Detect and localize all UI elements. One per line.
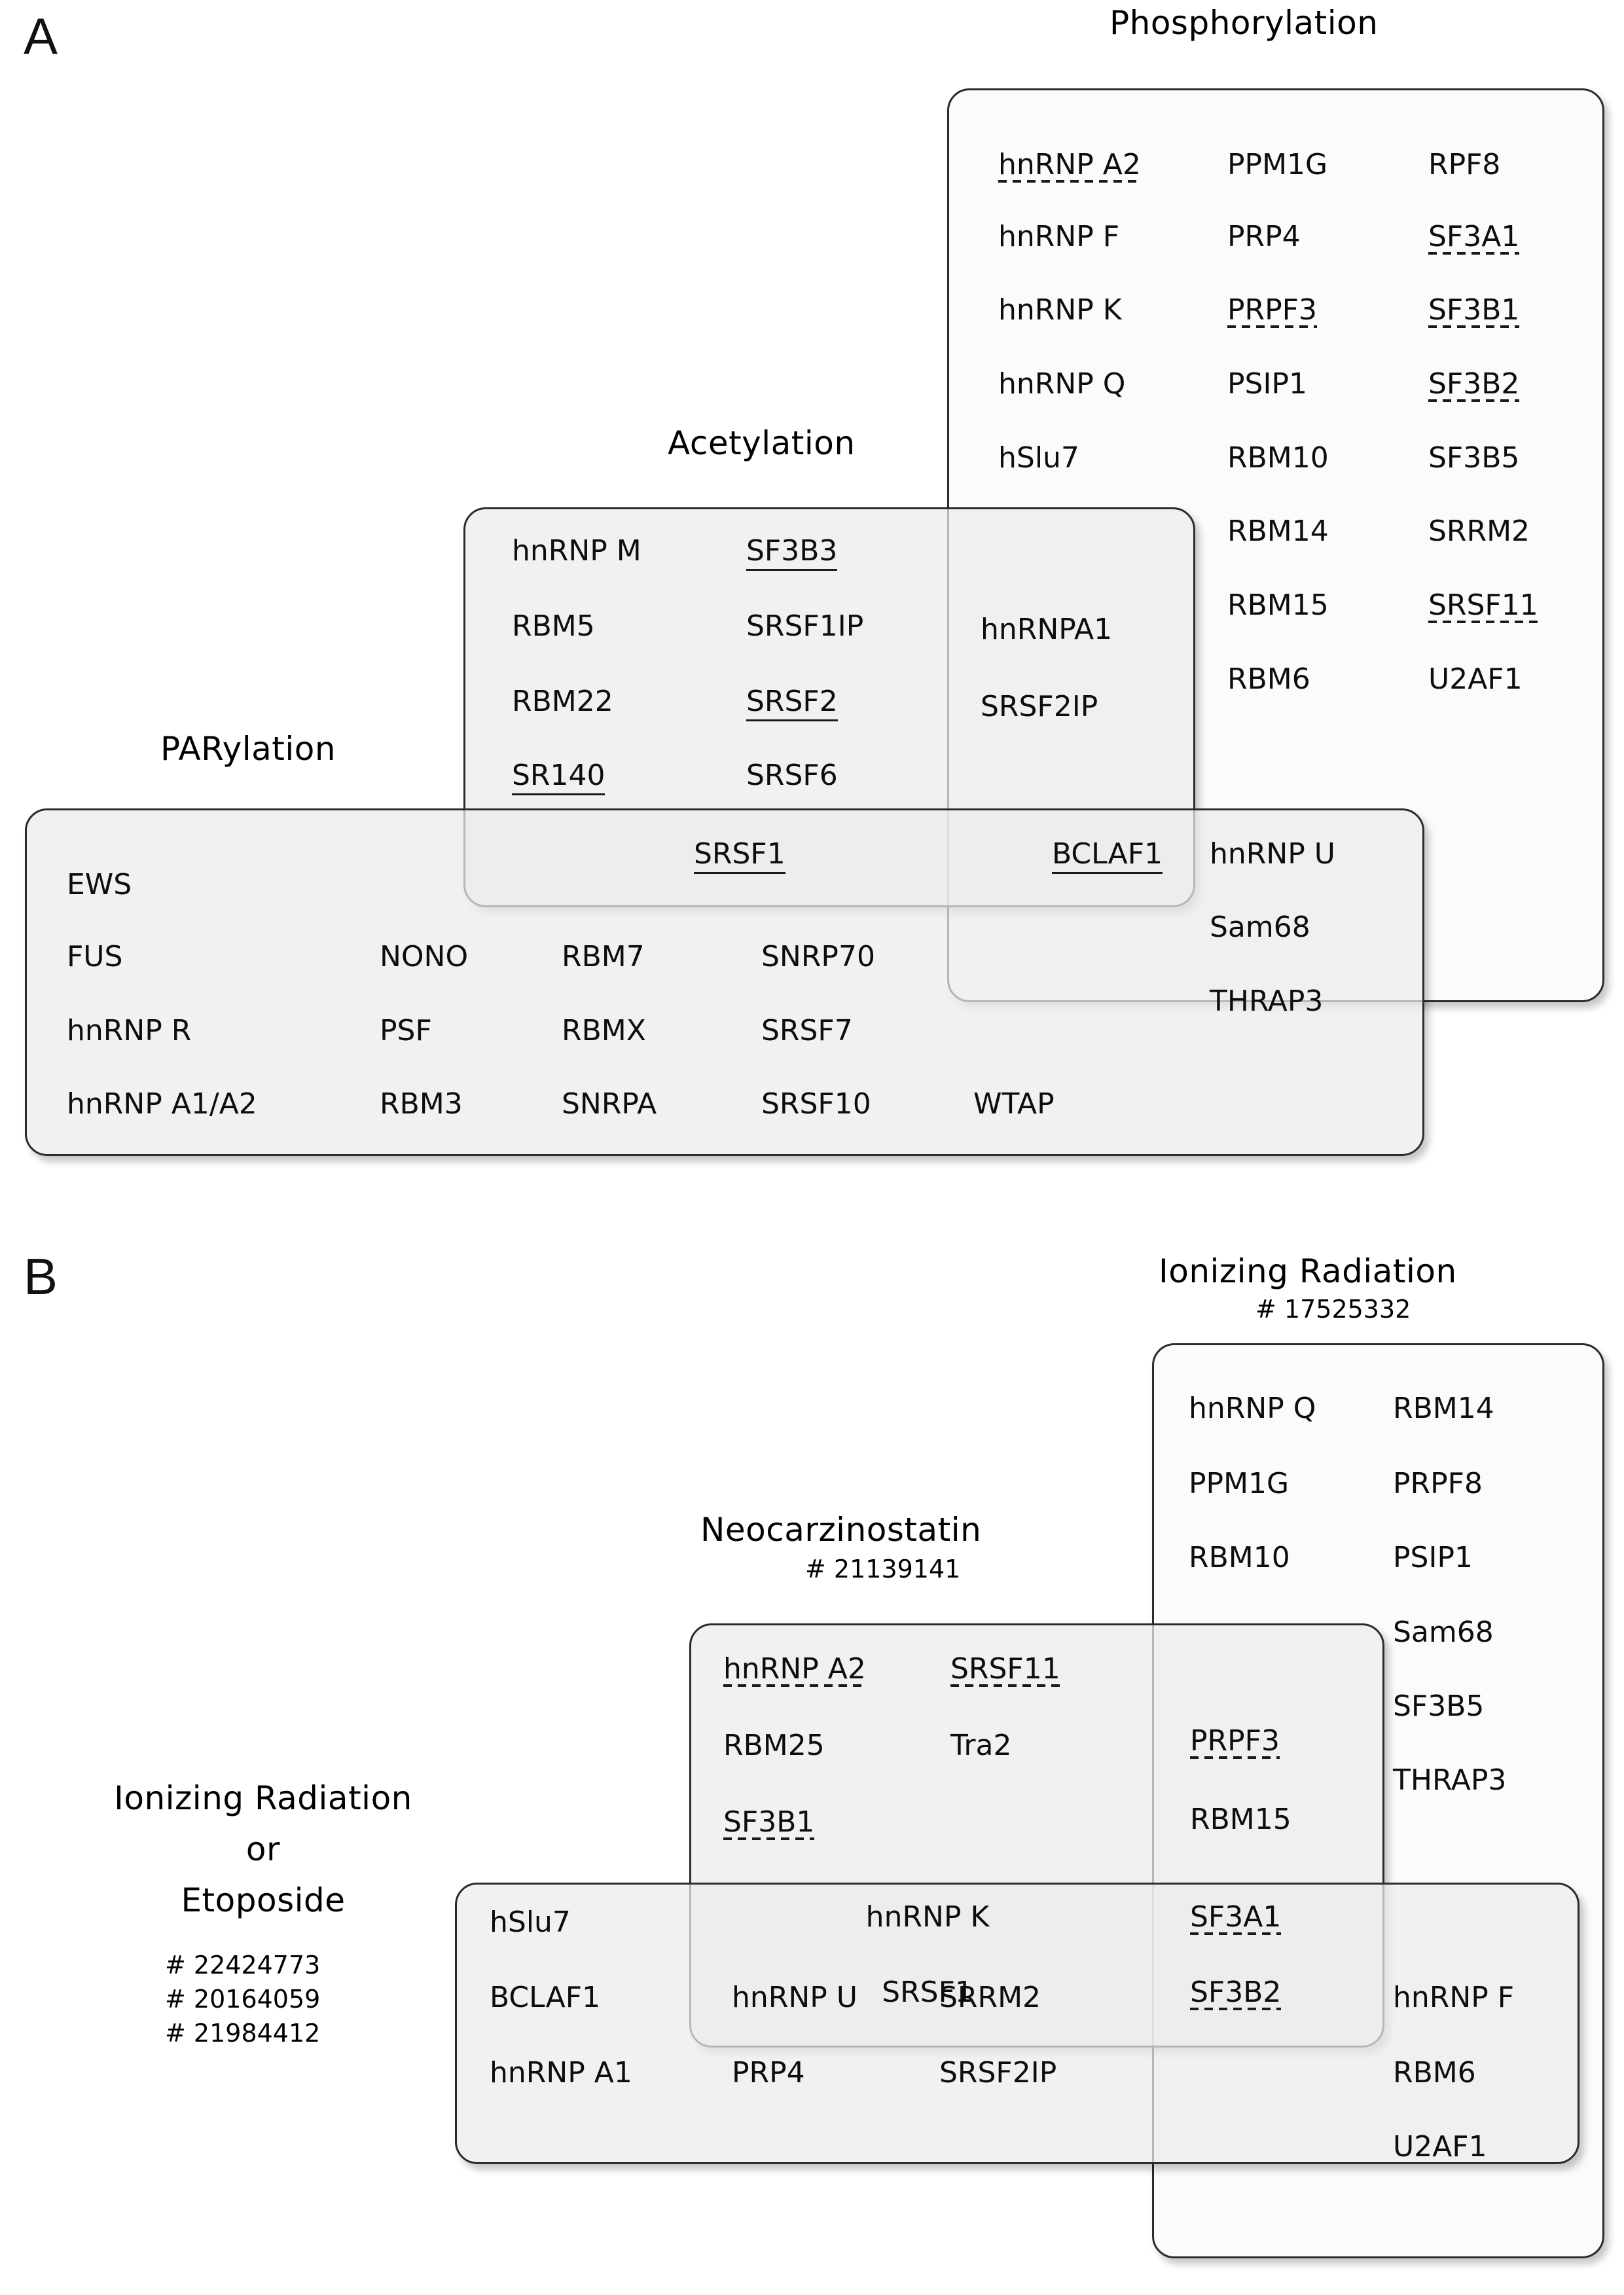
gene-label: hnRNP U	[732, 1981, 857, 2014]
gene-label: RBM6	[1227, 662, 1310, 696]
gene-label: hSlu7	[998, 441, 1079, 475]
gene-label: RBM3	[380, 1087, 463, 1121]
gene-label: EWS	[67, 868, 132, 901]
gene-label: RBM14	[1227, 515, 1329, 548]
gene-label: PSF	[380, 1014, 432, 1047]
gene-label: SF3B1	[723, 1805, 815, 1840]
gene-label: PPM1G	[1227, 148, 1328, 181]
gene-label: RBM25	[723, 1729, 825, 1762]
gene-label: PRPF8	[1393, 1467, 1483, 1500]
gene-label: SRSF2	[746, 687, 838, 721]
gene-label: RBM5	[512, 609, 595, 643]
set-title-acetylation: Acetylation	[668, 424, 856, 462]
gene-label: hSlu7	[490, 1906, 571, 1939]
gene-label: SF3B2	[1428, 367, 1520, 402]
gene-label: THRAP3	[1210, 985, 1324, 1018]
gene-label: hnRNP A1/A2	[67, 1087, 257, 1121]
gene-label: hnRNP A2	[723, 1652, 866, 1687]
gene-label: hnRNP R	[67, 1014, 192, 1047]
gene-label: SRRM2	[939, 1981, 1041, 2014]
gene-label: hnRNPA1	[981, 613, 1113, 646]
gene-label: Sam68	[1393, 1616, 1494, 1649]
gene-label: U2AF1	[1428, 662, 1523, 696]
gene-label: SNRP70	[761, 940, 875, 973]
gene-label: SRSF1	[882, 1976, 973, 2009]
gene-label: RBM15	[1227, 588, 1329, 622]
gene-label: SF3B5	[1428, 441, 1520, 475]
gene-label: THRAP3	[1393, 1763, 1507, 1797]
gene-label: FUS	[67, 940, 123, 973]
gene-label: SF3B5	[1393, 1690, 1485, 1723]
gene-label: hnRNP K	[998, 293, 1122, 327]
gene-label: NONO	[380, 940, 469, 973]
set-title-ionizing-radiation-or-etoposide-line-1: or	[245, 1830, 281, 1868]
gene-label: PSIP1	[1393, 1541, 1473, 1574]
gene-label: SRSF11	[1428, 588, 1538, 623]
gene-label: SF3B3	[746, 537, 838, 571]
gene-label: SF3A1	[1428, 220, 1520, 255]
gene-label: hnRNP F	[1393, 1981, 1515, 2014]
set-title-ionizing-radiation-or-etoposide-line-0: Ionizing Radiation	[114, 1779, 412, 1817]
gene-label: SF3A1	[1190, 1900, 1282, 1935]
gene-label: hnRNP A2	[998, 148, 1141, 183]
gene-label: RBMX	[562, 1014, 646, 1047]
gene-label: PRPF3	[1190, 1724, 1280, 1759]
panel-letter-a: A	[24, 7, 58, 65]
gene-label: RPF8	[1428, 148, 1501, 181]
gene-label: SRSF7	[761, 1014, 853, 1047]
gene-label: Tra2	[950, 1729, 1012, 1762]
gene-label: SRSF2IP	[981, 690, 1098, 723]
gene-label: RBM10	[1189, 1541, 1290, 1574]
set-title-phosphorylation: Phosphorylation	[1110, 4, 1379, 42]
gene-label: PRP4	[1227, 220, 1301, 253]
set-box-ionizing-radiation-or-etoposide	[455, 1883, 1579, 2164]
gene-label: SRSF11	[950, 1652, 1060, 1687]
gene-label: hnRNP U	[1210, 837, 1335, 871]
gene-label: SRSF1IP	[746, 609, 864, 643]
gene-label: PRP4	[732, 2056, 805, 2089]
gene-label: SR140	[512, 761, 605, 795]
gene-label: RBM7	[562, 940, 645, 973]
pmid-ionizing-radiation: # 17525332	[1255, 1295, 1411, 1324]
gene-label: PSIP1	[1227, 367, 1307, 401]
pmid-ionizing-radiation-or-etoposide-1: # 20164059	[165, 1985, 321, 2014]
gene-label: SRRM2	[1428, 515, 1530, 548]
gene-label: RBM6	[1393, 2056, 1476, 2089]
gene-label: PRPF3	[1227, 293, 1317, 328]
gene-label: SF3B2	[1190, 1976, 1282, 2010]
gene-label: hnRNP A1	[490, 2056, 632, 2089]
pmid-ionizing-radiation-or-etoposide-2: # 21984412	[165, 2019, 321, 2048]
gene-label: WTAP	[973, 1087, 1055, 1121]
pmid-ionizing-radiation-or-etoposide-0: # 22424773	[165, 1951, 321, 1979]
set-title-ionizing-radiation-or-etoposide-line-2: Etoposide	[181, 1881, 346, 1919]
set-box-parylation	[25, 808, 1424, 1156]
set-title-parylation: PARylation	[160, 730, 336, 768]
set-title-ionizing-radiation: Ionizing Radiation	[1159, 1252, 1457, 1290]
gene-label: RBM10	[1227, 441, 1329, 475]
gene-label: PPM1G	[1189, 1467, 1290, 1500]
gene-label: RBM15	[1190, 1803, 1291, 1836]
gene-label: SRSF6	[746, 759, 838, 792]
pmid-neocarzinostatin: # 21139141	[805, 1555, 961, 1583]
gene-label: SNRPA	[562, 1087, 657, 1121]
gene-label: RBM14	[1393, 1392, 1494, 1425]
gene-label: SRSF1	[694, 840, 785, 874]
gene-label: SF3B1	[1428, 293, 1520, 328]
gene-label: Sam68	[1210, 911, 1310, 944]
gene-label: RBM22	[512, 685, 613, 718]
gene-label: BCLAF1	[1052, 840, 1163, 874]
gene-label: BCLAF1	[490, 1981, 601, 2014]
gene-label: U2AF1	[1393, 2130, 1487, 2163]
gene-label: SRSF10	[761, 1087, 871, 1121]
panel-letter-b: B	[24, 1248, 58, 1305]
gene-label: hnRNP F	[998, 220, 1120, 253]
gene-label: hnRNP M	[512, 534, 641, 568]
gene-label: hnRNP Q	[998, 367, 1126, 401]
set-title-neocarzinostatin: Neocarzinostatin	[700, 1511, 982, 1549]
gene-label: hnRNP Q	[1189, 1392, 1316, 1425]
gene-label: hnRNP K	[865, 1900, 990, 1934]
gene-label: SRSF2IP	[939, 2056, 1057, 2089]
